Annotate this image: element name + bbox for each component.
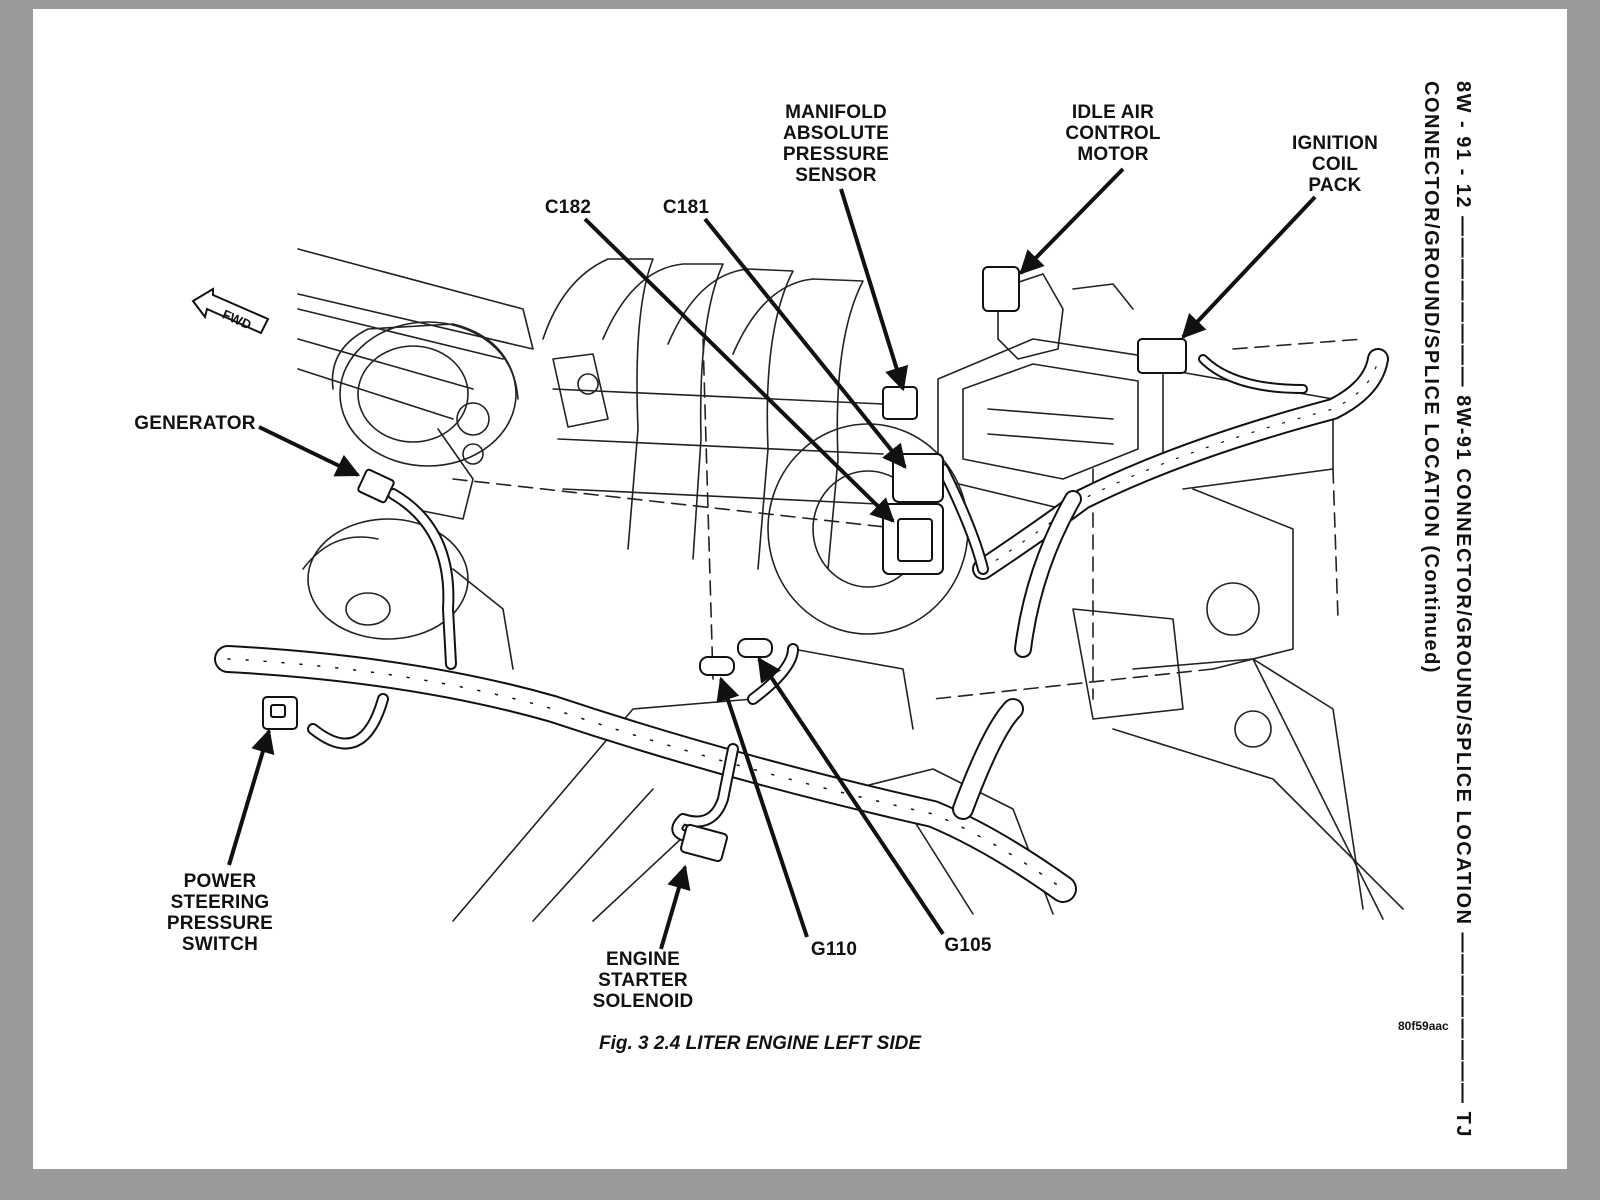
label-idle-air-control-motor: IDLE AIR CONTROL MOTOR bbox=[1065, 102, 1161, 165]
leader-iac bbox=[1019, 167, 1125, 275]
wiring-harness bbox=[214, 348, 1389, 903]
label-generator: GENERATOR bbox=[134, 413, 256, 434]
leader-power-steering bbox=[227, 728, 275, 866]
fwd-arrow-icon bbox=[191, 287, 270, 335]
label-g110: G110 bbox=[810, 939, 858, 960]
label-c181: C181 bbox=[662, 197, 710, 218]
label-c182: C182 bbox=[544, 197, 592, 218]
section-title-rotated: CONNECTOR/GROUND/SPLICE LOCATION (Contin… bbox=[1420, 81, 1442, 675]
page-header-rotated: 8W - 91 - 12 ———————— 8W-91 CONNECTOR/GR… bbox=[1452, 81, 1474, 1138]
label-g105: G105 bbox=[944, 935, 992, 956]
ground-eyelet-g110 bbox=[699, 656, 735, 676]
leader-generator bbox=[258, 425, 361, 477]
manual-page: MANIFOLD ABSOLUTE PRESSURE SENSOR IDLE A… bbox=[33, 9, 1567, 1169]
label-power-steering-pressure-switch: POWER STEERING PRESSURE SWITCH bbox=[166, 871, 274, 955]
label-manifold-absolute-pressure-sensor: MANIFOLD ABSOLUTE PRESSURE SENSOR bbox=[782, 102, 890, 186]
engine-line-art bbox=[297, 248, 1404, 922]
leader-g110 bbox=[716, 676, 809, 938]
connectors bbox=[262, 266, 1187, 863]
figure-caption: Fig. 3 2.4 LITER ENGINE LEFT SIDE bbox=[599, 1033, 921, 1054]
leader-c182 bbox=[583, 217, 895, 523]
leader-g105 bbox=[757, 657, 945, 936]
map-sensor-connector bbox=[882, 386, 918, 420]
figure-code: 80f59aac bbox=[1398, 1019, 1449, 1033]
label-engine-starter-solenoid: ENGINE STARTER SOLENOID bbox=[592, 949, 694, 1012]
leader-map bbox=[839, 188, 909, 392]
label-ignition-coil-pack: IGNITION COIL PACK bbox=[1291, 133, 1379, 196]
engine-diagram bbox=[191, 167, 1404, 950]
leader-starter bbox=[659, 864, 691, 950]
ignition-coil-connector bbox=[1137, 338, 1187, 374]
ground-eyelet-g105 bbox=[737, 638, 773, 658]
leader-ignition bbox=[1181, 195, 1317, 339]
starter-solenoid-connector bbox=[679, 823, 729, 863]
leader-c181 bbox=[703, 217, 907, 469]
leader-lines bbox=[227, 167, 1317, 950]
iac-connector bbox=[982, 266, 1020, 312]
generator-connector bbox=[357, 468, 395, 504]
